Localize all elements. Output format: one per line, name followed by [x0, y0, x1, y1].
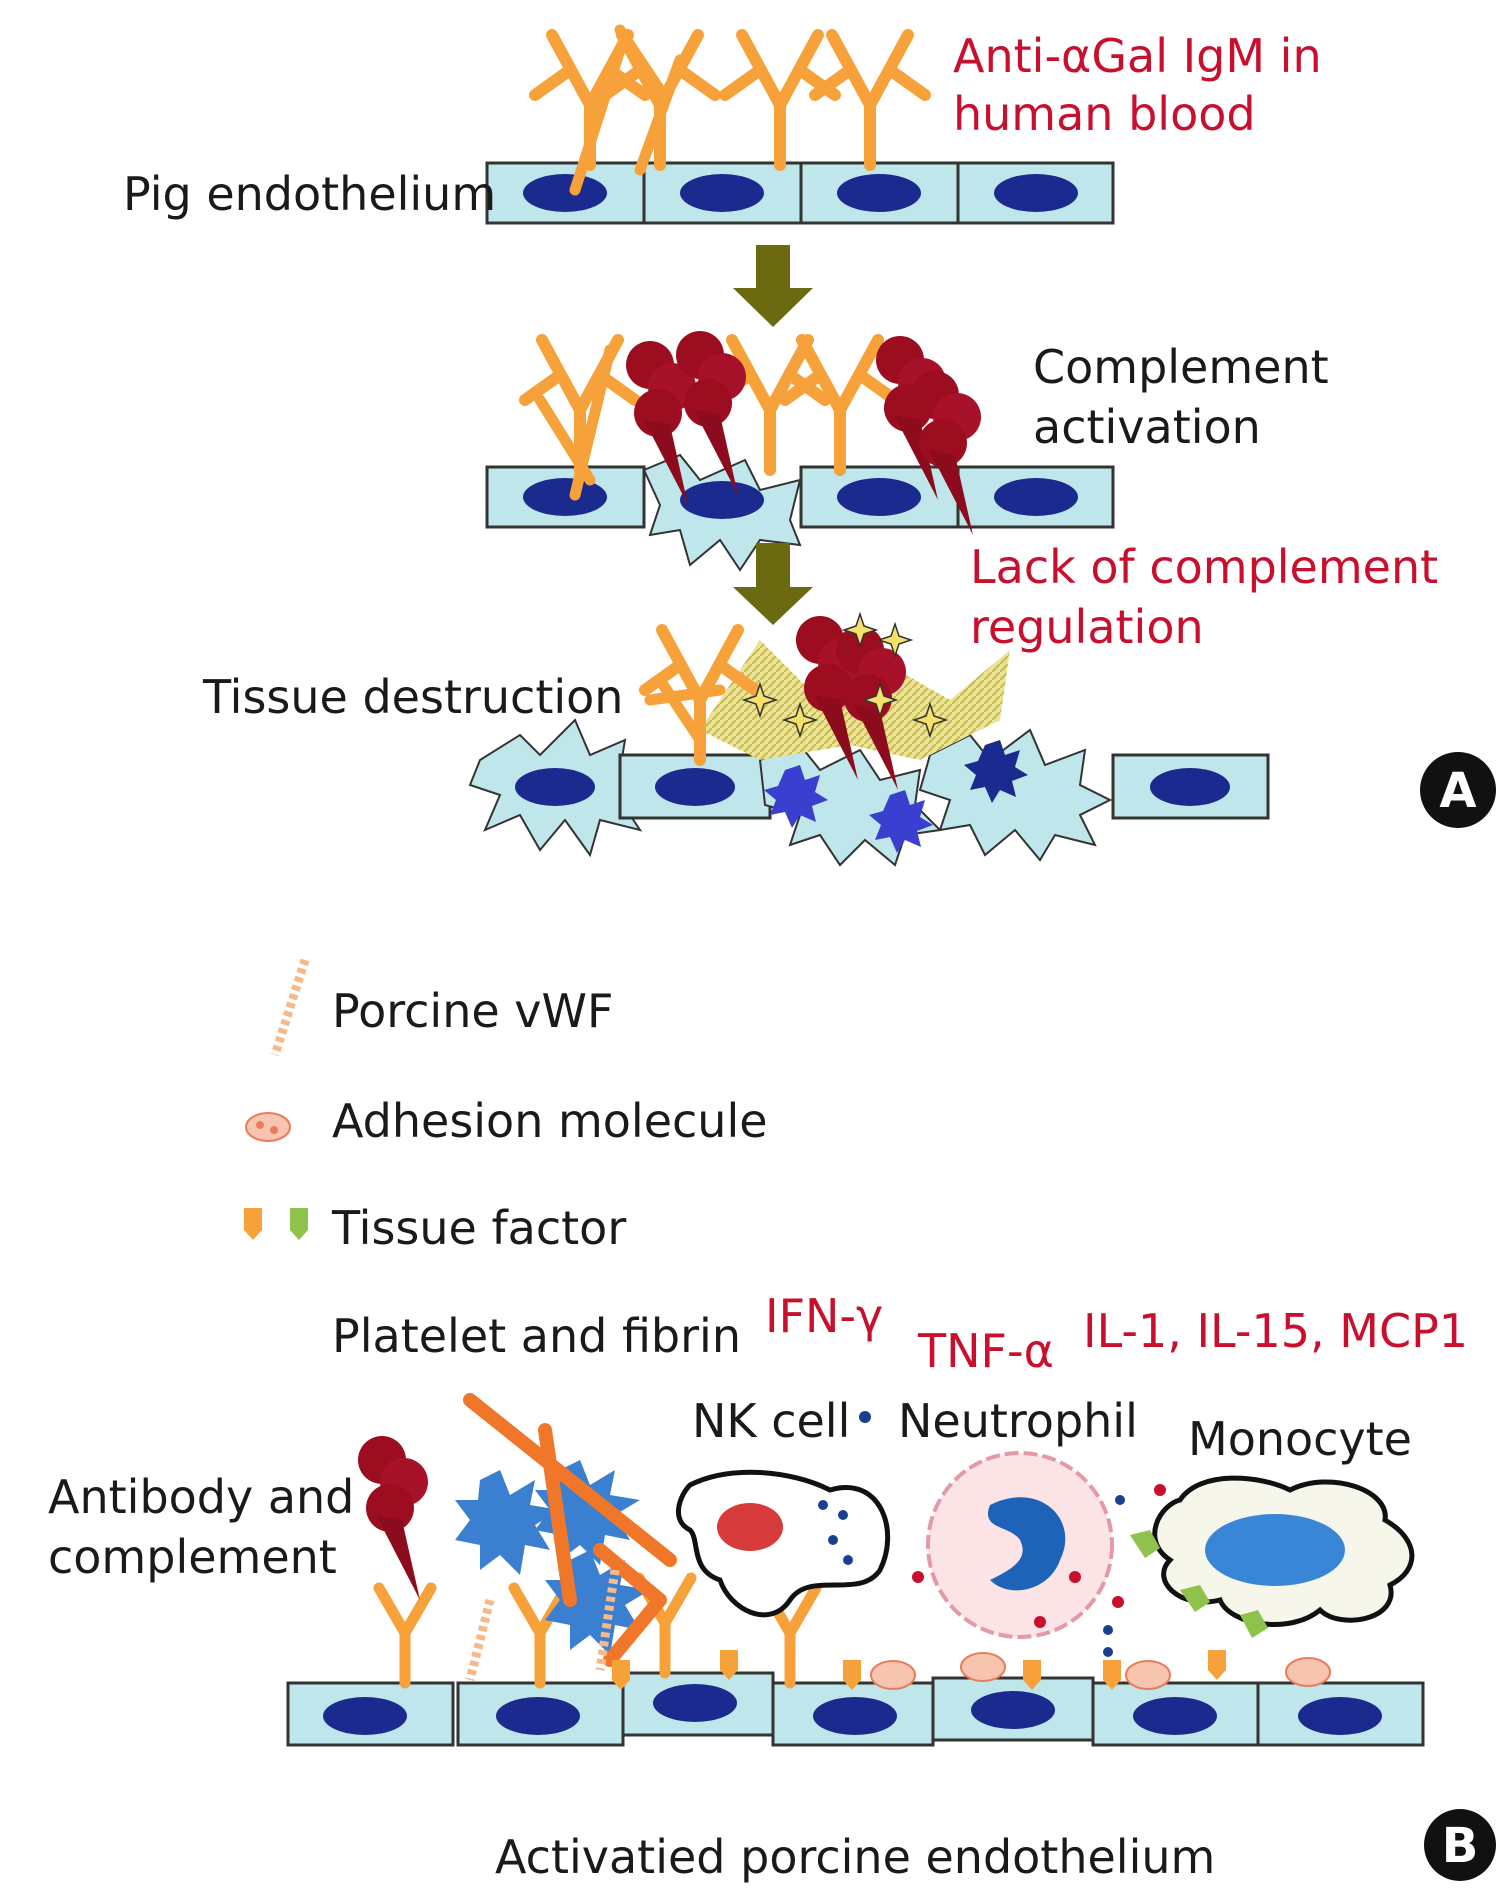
nk-cell	[676, 1469, 891, 1618]
igm-label-line1: Anti-αGal IgM in	[953, 29, 1322, 83]
complement-molecule	[358, 1436, 428, 1600]
endothelium-row-complement	[485, 453, 1115, 572]
down-arrow	[733, 245, 813, 327]
panel-b-letter: B	[1442, 1818, 1479, 1874]
legend-tissue-factor-label: Tissue factor	[331, 1201, 626, 1255]
vwf-icon	[270, 958, 310, 1057]
legend-platelet-label: Platelet and fibrin	[332, 1309, 741, 1363]
antibody-complement-line1: Antibody and	[48, 1470, 354, 1524]
panel-a-badge: A	[1420, 752, 1496, 828]
activated-endothelium-row	[286, 1671, 1425, 1747]
neutrophil	[912, 1451, 1166, 1657]
adhesion-molecule-icon	[245, 1112, 291, 1142]
cytokines-label: IL-1, IL-15, MCP1	[1083, 1304, 1468, 1358]
complement-activation-antibodies	[525, 340, 895, 501]
ifn-gamma-label: IFN-γ	[765, 1289, 883, 1343]
lack-regulation-line2: regulation	[970, 600, 1204, 654]
neutrophil-label: Neutrophil	[898, 1394, 1138, 1448]
platelet-fibrin	[455, 1393, 677, 1682]
legend-adhesion-label: Adhesion molecule	[332, 1094, 768, 1148]
activated-endothelium-label: Activatied porcine endothelium	[495, 1830, 1215, 1884]
tissue-destruction-label: Tissue destruction	[202, 670, 623, 724]
tnf-alpha-label: TNF-α	[917, 1324, 1054, 1378]
igm-antibodies	[535, 24, 925, 196]
monocyte	[1130, 1475, 1415, 1638]
monocyte-label: Monocyte	[1188, 1412, 1412, 1466]
nk-cell-label: NK cell	[692, 1394, 850, 1448]
tissue-destruction-row	[468, 718, 1270, 867]
lack-regulation-line1: Lack of complement	[970, 540, 1438, 594]
pig-endothelium-row	[485, 161, 1115, 225]
legend: Porcine vWF Adhesion molecule Tissue fac…	[244, 958, 768, 1363]
igm-label-line2: human blood	[953, 87, 1256, 141]
surface-molecules	[612, 1650, 1331, 1690]
tissue-factor-icon	[244, 1208, 308, 1240]
panel-b-badge: B	[1424, 1809, 1496, 1881]
panel-a-letter: A	[1439, 763, 1476, 819]
destruction-debris	[645, 613, 1010, 790]
legend-vwf-label: Porcine vWF	[332, 984, 613, 1038]
complement-label-line1: Complement	[1033, 340, 1329, 394]
pig-endothelium-label: Pig endothelium	[123, 167, 496, 221]
complement-label-line2: activation	[1033, 400, 1261, 454]
down-arrow	[733, 543, 813, 625]
antibody-complement-line2: complement	[48, 1530, 337, 1584]
cytokine-dot	[859, 1411, 871, 1423]
